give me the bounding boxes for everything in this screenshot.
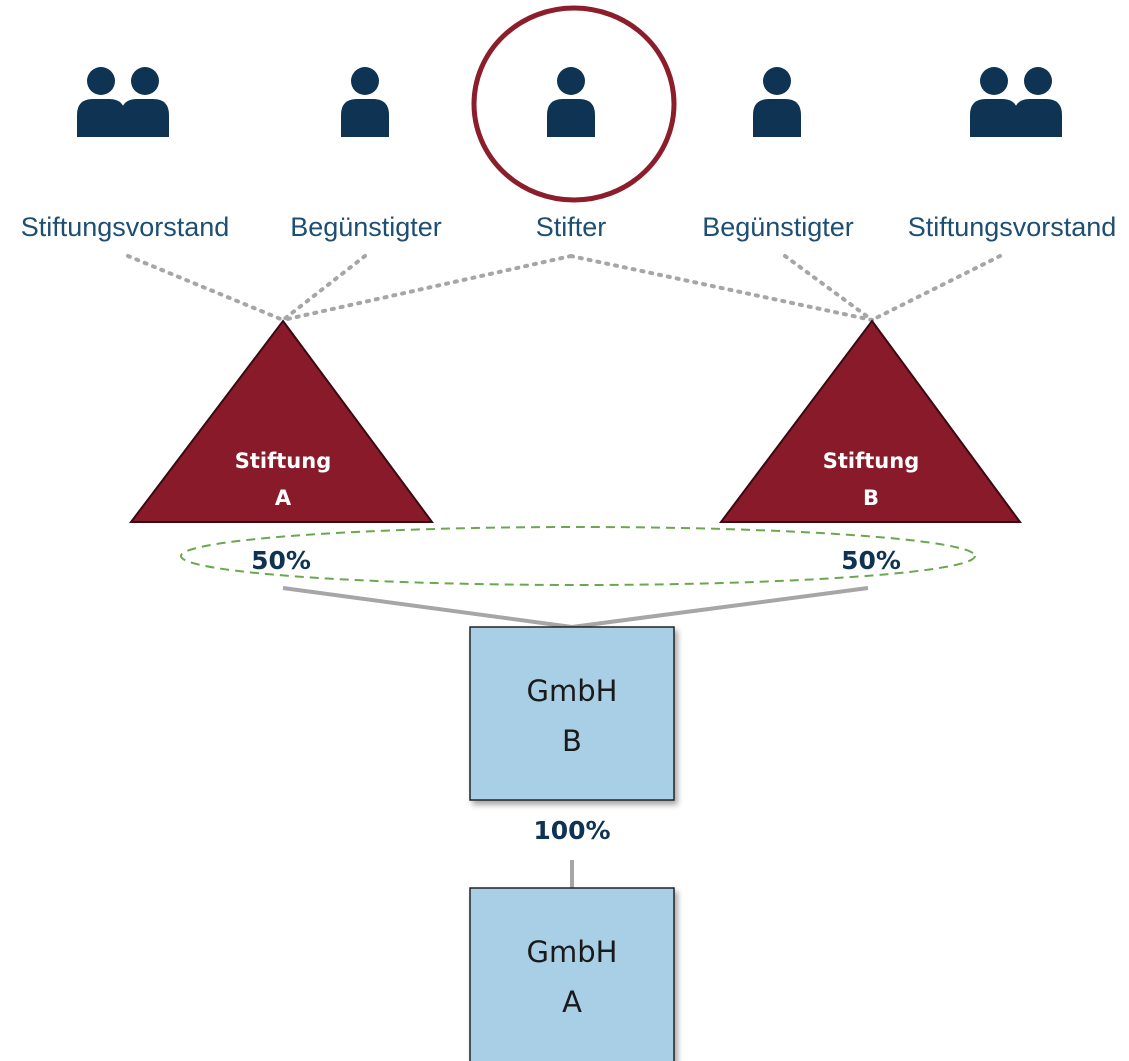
gmbh-a-box xyxy=(469,887,675,1061)
connector-stiftung-a-to-gmbh-b xyxy=(282,586,573,629)
relationship-lines xyxy=(126,254,1002,322)
ownership-connectors xyxy=(282,586,869,888)
dotted-line-beguenstigter-to-stiftung-b xyxy=(783,254,874,322)
person-icon xyxy=(753,67,801,137)
person-label-stiftungsvorstand-left: Stiftungsvorstand xyxy=(21,212,230,242)
gmbh-a-label: GmbH xyxy=(527,935,618,969)
dotted-line-stifter-to-stiftung-b xyxy=(569,254,874,322)
gmbh-b-label: GmbH xyxy=(527,674,618,708)
gmbh-b-to-a-share-label: 100% xyxy=(533,816,610,845)
stiftung-a-share-label: 50% xyxy=(251,546,311,575)
stifter-highlight-ring xyxy=(471,5,677,203)
stiftung-b-triangle xyxy=(718,319,1022,523)
person-icon xyxy=(547,67,595,137)
gmbh-a-letter: A xyxy=(562,985,582,1019)
dotted-line-vorstand-to-stiftung-b xyxy=(870,254,1002,322)
dotted-line-beguenstigter-to-stiftung-a xyxy=(281,254,367,322)
stiftung-b-letter: B xyxy=(863,486,879,510)
stiftung-a-triangle xyxy=(128,319,434,523)
person-label-beguenstigter-left: Begünstigter xyxy=(290,212,442,242)
stiftung-a-letter: A xyxy=(275,486,292,510)
group-icon xyxy=(970,67,1062,137)
stiftung-a-label: Stiftung xyxy=(235,449,331,473)
dotted-line-stifter-to-stiftung-a xyxy=(281,254,573,322)
connector-stiftung-b-to-gmbh-b xyxy=(571,586,869,629)
person-label-beguenstigter-right: Begünstigter xyxy=(702,212,854,242)
group-icon xyxy=(77,67,169,137)
stiftung-b-share-label: 50% xyxy=(841,546,901,575)
person-label-stiftungsvorstand-right: Stiftungsvorstand xyxy=(908,212,1117,242)
joint-ownership-ellipse xyxy=(180,526,976,586)
gmbh-b-letter: B xyxy=(562,724,582,758)
person-icon xyxy=(341,67,389,137)
dotted-line-vorstand-to-stiftung-a xyxy=(126,254,285,322)
person-label-stifter: Stifter xyxy=(536,212,607,242)
gmbh-b-box xyxy=(469,626,675,801)
stiftung-b-label: Stiftung xyxy=(823,449,919,473)
